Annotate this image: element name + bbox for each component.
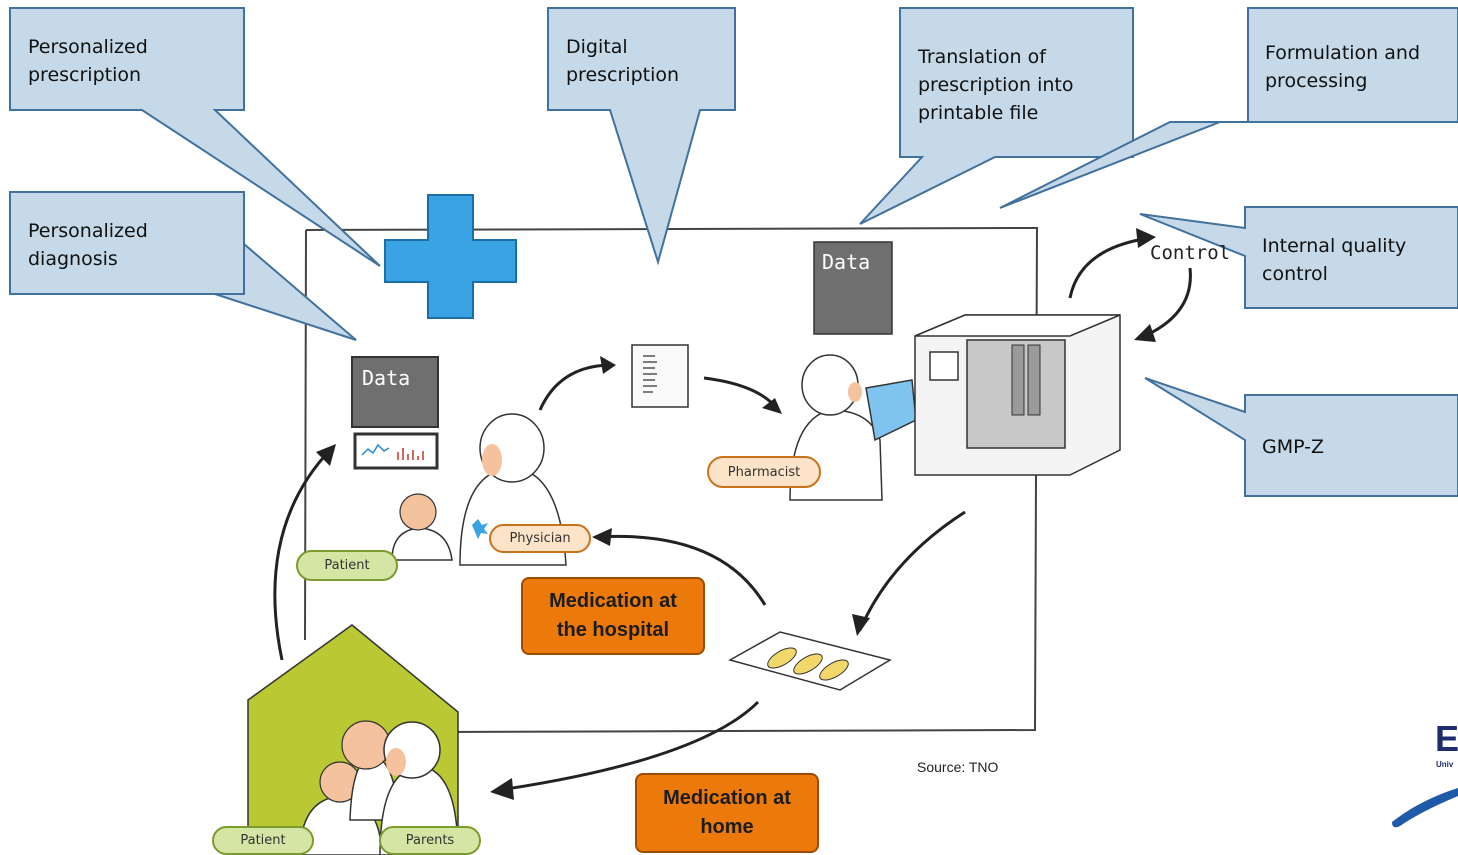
callout-personalized-diagnosis: [9, 191, 357, 341]
patient-figure-clinic: [391, 493, 453, 561]
sketch-frame: [304, 226, 1039, 733]
data-label-right: Data: [822, 250, 871, 274]
data-label-left: Data: [362, 366, 411, 390]
data-box-right: [813, 241, 893, 335]
patient-label-home: Patient: [212, 826, 314, 855]
tablet-tray-icon: [728, 631, 892, 691]
callout-formulation: [999, 7, 1458, 209]
source-caption: Source: TNO: [917, 759, 999, 775]
arrow-heads: [316, 228, 1156, 800]
university-logo-subtext: Univ: [1436, 760, 1454, 769]
university-logo-letter: E: [1435, 718, 1458, 759]
callout-text-personalized-prescription: Personalized prescription: [28, 36, 148, 86]
pharmacist-label: Pharmacist: [707, 456, 821, 488]
3d-printer-icon: [914, 314, 1121, 476]
parents-label: Parents: [379, 826, 481, 855]
medication-home-box: Medication at home: [635, 773, 819, 853]
data-box-left: [351, 356, 439, 428]
callout-text-digital-prescription: Digital prescription: [566, 36, 680, 86]
physician-label: Physician: [489, 524, 591, 553]
callout-translation: [859, 7, 1134, 225]
chart-monitor-icon: [353, 432, 439, 470]
medical-cross-icon: [384, 194, 517, 319]
callout-text-personalized-diagnosis: Personalized diagnosis: [28, 220, 148, 270]
callout-internal-quality: [1139, 206, 1458, 309]
callout-digital-prescription: [547, 7, 736, 266]
callout-text-gmp: GMP-Z: [1262, 436, 1325, 458]
callout-text-internal-quality: Internal quality control: [1262, 235, 1407, 285]
control-label: Control: [1150, 242, 1231, 264]
patient-label-clinic: Patient: [296, 550, 398, 581]
university-logo-swoosh: [1392, 788, 1458, 828]
callout-text-translation: Translation of prescription into printab…: [918, 46, 1074, 124]
callout-text-formulation: Formulation and processing: [1265, 42, 1421, 92]
prescription-document-icon: [631, 344, 689, 408]
medication-hospital-box: Medication at the hospital: [521, 577, 705, 655]
callout-gmp: [1144, 377, 1458, 497]
callout-personalized-prescription: [9, 7, 381, 267]
